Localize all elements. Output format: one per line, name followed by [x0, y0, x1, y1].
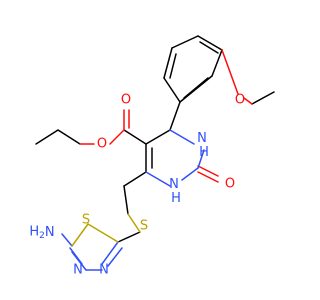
label-ester-ether-oxygen: O	[97, 137, 107, 152]
label-urea-carbonyl-oxygen: O	[225, 177, 235, 192]
molecule-structure-diagram: O O O O N H N H S S N N H2N	[29, 35, 275, 278]
nitrogen-bonds	[61, 129, 205, 271]
bond-c4-n3	[169, 129, 195, 145]
bond-s-td-c2	[127, 213, 141, 233]
label-thioether-sulfur: S	[140, 219, 148, 234]
bond-ester-c-ring	[123, 129, 147, 145]
bond-c5-c4	[145, 129, 171, 145]
bond-ph3	[171, 35, 199, 49]
label-methoxy-oxygen: O	[235, 93, 245, 108]
label-thiadiazole-n1: N	[99, 263, 109, 278]
bond-ph-inner2	[199, 41, 219, 54]
label-ester-carbonyl-oxygen: O	[121, 93, 131, 108]
bond-ethyl-ch3	[35, 129, 59, 145]
bond-o-methyl	[243, 97, 253, 105]
label-thiadiazole-n2: N	[73, 263, 83, 278]
bond-ph4	[197, 35, 223, 51]
bond-td-c2-n3-b	[107, 247, 123, 267]
bond-ph-inner3	[183, 77, 209, 99]
oxygen-bonds	[79, 49, 253, 183]
bond-n1-c6	[145, 171, 171, 187]
bond-ethyl-ch2	[57, 129, 81, 145]
bond-ph2	[163, 47, 173, 79]
label-thiadiazole-sulfur: S	[82, 213, 90, 228]
label-amino-h2n: H2N	[29, 225, 54, 241]
bond-c2-n1	[181, 167, 199, 181]
bond-td-s-c5	[71, 223, 89, 247]
bond-td-c5-nh2	[61, 233, 73, 247]
label-nh-upper: N H	[197, 131, 211, 160]
bond-ph1	[163, 77, 181, 103]
bond-c6-ch2	[123, 171, 147, 187]
bond-n3-c2	[197, 149, 205, 169]
bond-td-n4-c5-b	[69, 247, 83, 265]
carbon-bonds	[35, 35, 275, 243]
sulfur-bonds	[71, 213, 141, 247]
bond-td-c2-n3-a	[101, 241, 119, 265]
bond-urea-co-a	[197, 171, 219, 183]
atom-labels: O O O O N H N H S S N N H2N	[29, 93, 245, 278]
bond-ch2-s	[123, 185, 129, 215]
bond-td-c5-c2	[117, 231, 141, 243]
bond-o-ester-c	[109, 129, 125, 145]
bond-methyl	[251, 91, 275, 105]
bond-td-s-c2	[87, 223, 119, 243]
bond-ph-o-methoxy	[221, 49, 239, 95]
bond-c4-phenyl	[169, 101, 181, 131]
label-nh-lower: N H	[169, 177, 183, 206]
bond-ph-inner1	[169, 53, 177, 79]
bond-urea-co-b	[197, 165, 219, 177]
bond-ph5	[211, 49, 223, 77]
